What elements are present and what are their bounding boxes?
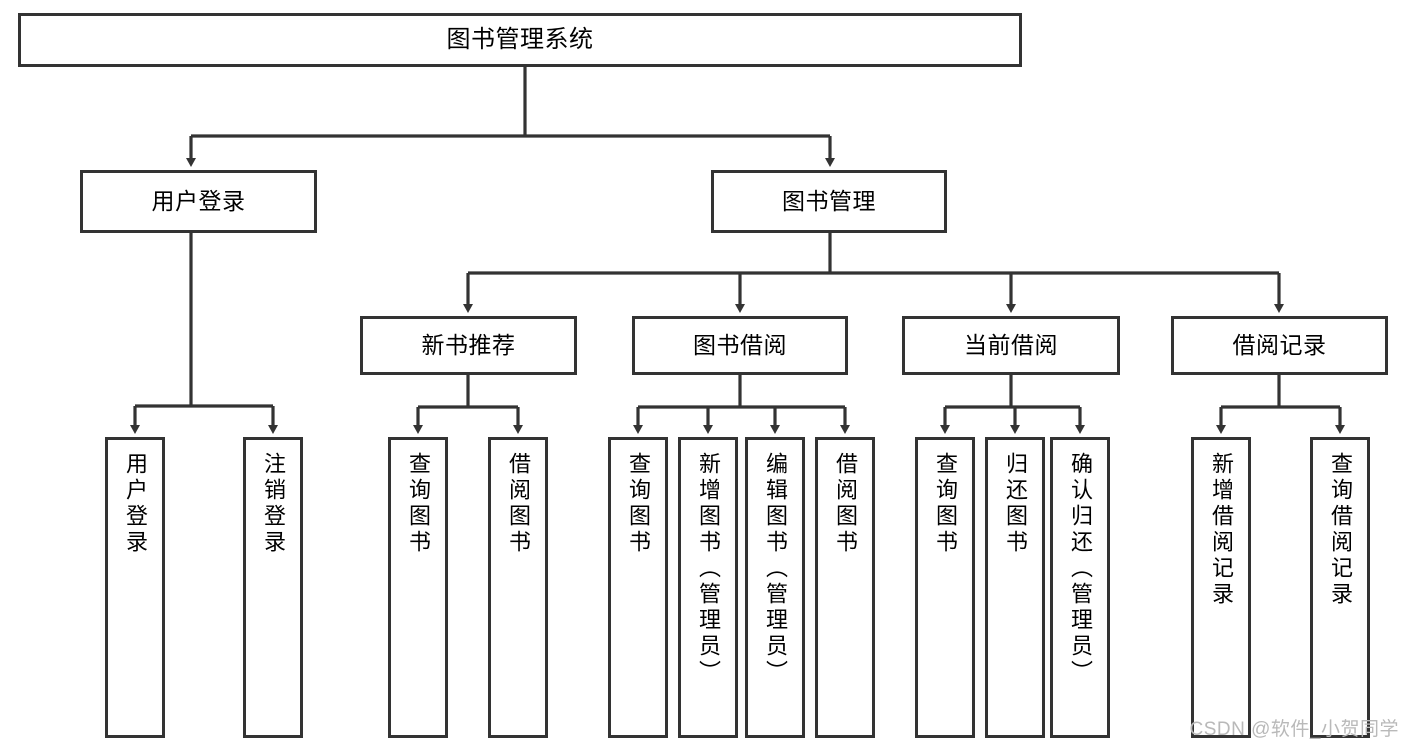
leaf-add-borrow-record-label: 新增借阅记录 <box>1209 452 1234 608</box>
leaf-logout-label: 注销登录 <box>261 452 286 556</box>
leaf-query-book-borrow-label: 查询图书 <box>626 452 651 556</box>
leaf-query-book-current[interactable]: 查询图书 <box>915 437 975 738</box>
leaf-edit-book-admin-label: 编辑图书（管理员） <box>763 452 788 686</box>
node-root[interactable]: 图书管理系统 <box>18 13 1022 67</box>
leaf-user-login[interactable]: 用户登录 <box>105 437 165 738</box>
node-borrow-record-label: 借阅记录 <box>1232 331 1327 358</box>
leaf-borrow-book-recommend[interactable]: 借阅图书 <box>488 437 548 738</box>
leaf-query-book-recommend-label: 查询图书 <box>406 452 431 556</box>
leaf-query-book-current-label: 查询图书 <box>933 452 958 556</box>
node-root-label: 图书管理系统 <box>446 25 594 53</box>
node-new-book-recommend-label: 新书推荐 <box>421 331 516 358</box>
node-book-borrow[interactable]: 图书借阅 <box>632 316 848 375</box>
node-current-borrow[interactable]: 当前借阅 <box>902 316 1120 375</box>
node-book-borrow-label: 图书借阅 <box>693 331 787 358</box>
leaf-borrow-book-label: 借阅图书 <box>833 452 858 556</box>
leaf-return-book[interactable]: 归还图书 <box>985 437 1045 738</box>
leaf-add-book-admin[interactable]: 新增图书（管理员） <box>678 437 738 738</box>
leaf-confirm-return-admin[interactable]: 确认归还（管理员） <box>1050 437 1110 738</box>
leaf-confirm-return-admin-label: 确认归还（管理员） <box>1068 452 1093 686</box>
leaf-edit-book-admin[interactable]: 编辑图书（管理员） <box>745 437 805 738</box>
leaf-query-borrow-record-label: 查询借阅记录 <box>1328 452 1353 608</box>
leaf-query-book-recommend[interactable]: 查询图书 <box>388 437 448 738</box>
leaf-borrow-book[interactable]: 借阅图书 <box>815 437 875 738</box>
leaf-borrow-book-recommend-label: 借阅图书 <box>506 452 531 556</box>
node-book-management-label: 图书管理 <box>782 187 876 214</box>
leaf-add-book-admin-label: 新增图书（管理员） <box>696 452 721 686</box>
csdn-watermark: CSDN @软件_小贺同学 <box>1189 719 1399 740</box>
leaf-user-login-label: 用户登录 <box>123 452 148 556</box>
node-current-borrow-label: 当前借阅 <box>964 331 1058 358</box>
leaf-return-book-label: 归还图书 <box>1003 452 1028 556</box>
node-user-login-label: 用户登录 <box>151 187 246 214</box>
leaf-add-borrow-record[interactable]: 新增借阅记录 <box>1191 437 1251 738</box>
node-new-book-recommend[interactable]: 新书推荐 <box>360 316 577 375</box>
leaf-logout[interactable]: 注销登录 <box>243 437 303 738</box>
node-user-login[interactable]: 用户登录 <box>80 170 317 233</box>
node-borrow-record[interactable]: 借阅记录 <box>1171 316 1388 375</box>
node-book-management[interactable]: 图书管理 <box>711 170 947 233</box>
leaf-query-book-borrow[interactable]: 查询图书 <box>608 437 668 738</box>
leaf-query-borrow-record[interactable]: 查询借阅记录 <box>1310 437 1370 738</box>
